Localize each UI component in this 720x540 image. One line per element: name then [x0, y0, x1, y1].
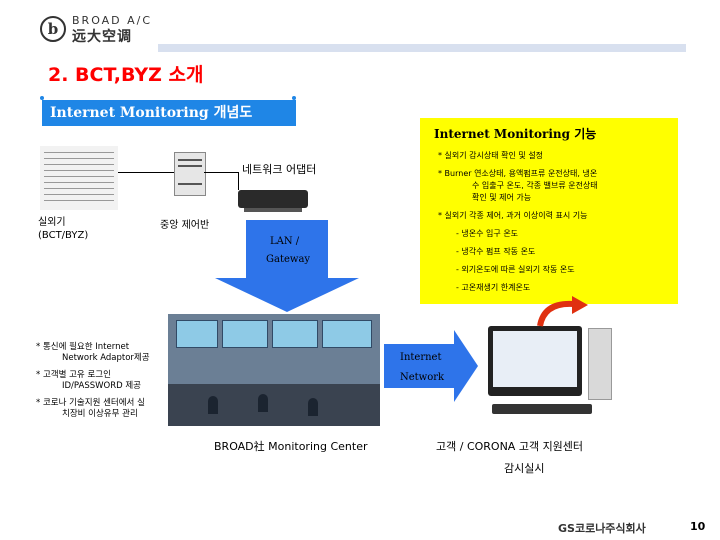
connector-line	[238, 172, 239, 190]
function-subitem: - 외기온도에 따른 실외기 작동 온도	[456, 265, 575, 274]
right-arrow-icon	[384, 344, 454, 388]
function-title: Internet Monitoring 기능	[434, 127, 597, 141]
customer-monitor-image	[488, 326, 582, 396]
monitor-caption: 감시실시	[504, 462, 545, 475]
right-arrow-head	[454, 330, 478, 402]
connector-line	[118, 172, 174, 173]
function-item: 확인 및 제어 가능	[472, 193, 532, 202]
gateway-label: Gateway	[266, 254, 311, 265]
broad-logo-icon: b	[40, 16, 66, 42]
service-notes: * 통신에 필요한 Internet Network Adaptor제공 * 고…	[36, 342, 150, 419]
customer-caption: 고객 / CORONA 고객 지원센터	[436, 440, 584, 453]
customer-keyboard	[492, 404, 592, 414]
header-divider	[158, 44, 686, 52]
customer-pc-tower	[588, 328, 612, 400]
network-adapter-image	[238, 190, 308, 208]
outdoor-unit-label: 실외기 (BCT/BYZ)	[38, 217, 89, 241]
monitoring-center-photo	[168, 314, 380, 426]
concept-label: Internet Monitoring 개념도	[42, 100, 296, 126]
control-panel-label: 중앙 제어반	[160, 220, 210, 231]
down-arrow-icon	[246, 220, 328, 278]
function-subitem: - 냉각수 펌프 작동 온도	[456, 247, 536, 256]
slide-title: 2. BCT,BYZ 소개	[48, 64, 204, 86]
function-item: 수 입출구 온도, 각종 밸브류 운전상태	[472, 181, 598, 190]
logo-english-text: BROAD A/C	[72, 14, 153, 27]
function-panel	[420, 118, 678, 304]
network-adapter-base	[244, 208, 302, 212]
logo-chinese-text: 远大空调	[72, 29, 132, 45]
control-panel-image	[174, 152, 206, 196]
function-subitem: - 냉온수 입구 온도	[456, 229, 519, 238]
function-item: * 실외기 각종 제어, 과거 이상이력 표시 기능	[438, 211, 588, 220]
network-adapter-label: 네트워크 어댑터	[242, 161, 317, 177]
bullet-dot	[292, 96, 296, 100]
center-caption: BROAD社 Monitoring Center	[214, 440, 368, 453]
bullet-dot	[40, 96, 44, 100]
page-number: 10	[690, 520, 706, 533]
down-arrow-head	[215, 278, 359, 312]
outdoor-unit-image	[40, 146, 118, 210]
company-logo: GS코로나주식회사	[558, 522, 646, 535]
lan-label: LAN /	[270, 236, 300, 247]
network-label: Network	[400, 372, 445, 383]
function-subitem: - 고온재생기 한계온도	[456, 283, 531, 292]
curved-arrow-icon	[537, 296, 588, 327]
function-item: * Burner 연소상태, 용액펌프류 운전상태, 냉온	[438, 169, 598, 178]
internet-label: Internet	[400, 352, 442, 363]
connector-line	[204, 172, 238, 173]
function-item: * 실외기 감시상태 확인 및 설정	[438, 151, 544, 160]
